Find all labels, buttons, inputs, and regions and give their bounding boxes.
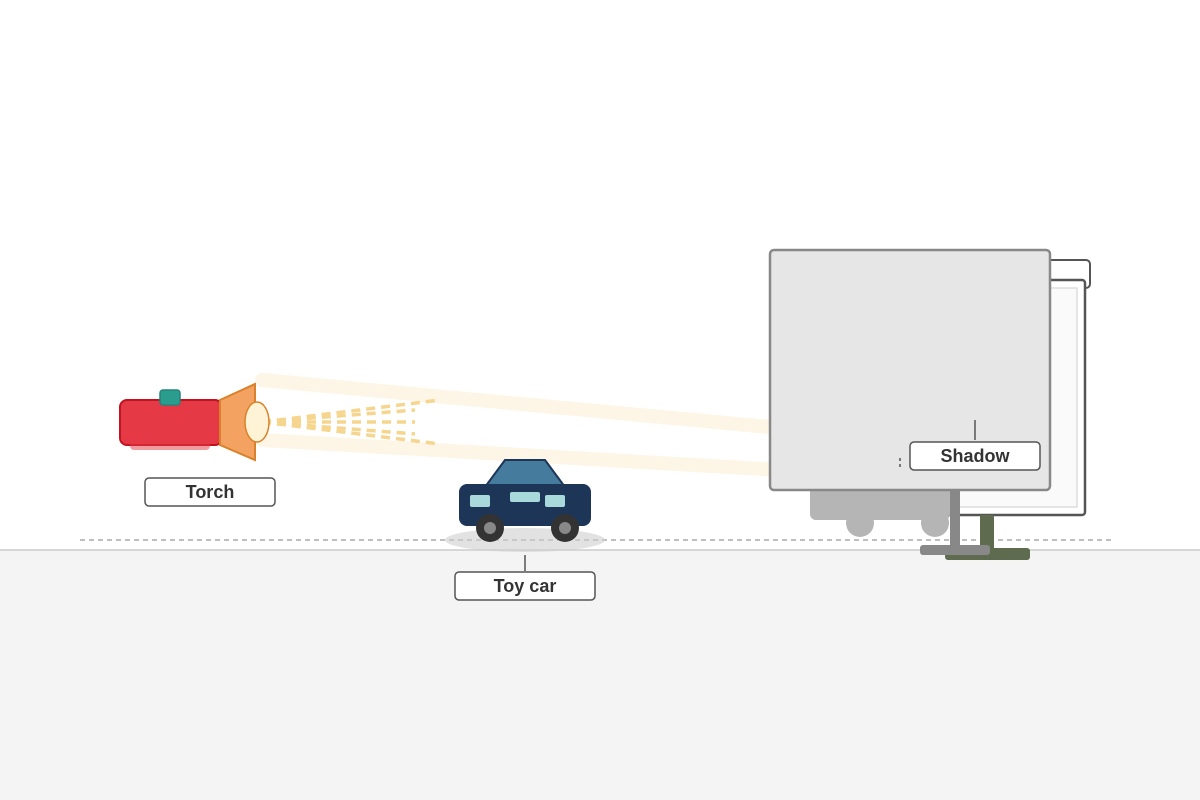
torch-label: Torch [144, 477, 276, 507]
light-rays [261, 398, 441, 446]
toy-car-hub-rear [559, 522, 571, 534]
torch-head [219, 382, 256, 462]
toy-car-window-right [545, 495, 565, 507]
toy-car-icon [445, 459, 605, 552]
torch-lens [244, 401, 270, 443]
screen-board-icon [768, 248, 1052, 555]
toy-car-roof [483, 459, 567, 488]
shadow-label-text: Shadow [940, 446, 1010, 466]
screen-post [950, 490, 960, 546]
torch-icon [119, 382, 270, 462]
toy-car-window-left [470, 495, 490, 507]
car-shadow-wheel-right [921, 509, 949, 537]
torch-label-text: Torch [186, 482, 235, 502]
car-shadow-wheel-left [846, 509, 874, 537]
toy-car-ground-shadow [445, 528, 605, 552]
torch-switch [159, 389, 181, 406]
toy-car-hub-front [484, 522, 496, 534]
screen-panel [768, 248, 1052, 492]
torch-body-shade [130, 438, 210, 450]
toy-car-window-middle [510, 492, 540, 502]
shadow-label: Shadow [909, 441, 1041, 471]
ground [0, 550, 1200, 800]
screen-foot [920, 545, 990, 555]
toy-car-label-text: Toy car [494, 576, 557, 596]
light-beam-wide [255, 373, 787, 477]
car-shadow-body [810, 482, 950, 520]
toy-car-label: Toy car [454, 571, 596, 601]
car-shadow-on-screen [810, 482, 950, 537]
screen-board-back-post [980, 515, 994, 551]
